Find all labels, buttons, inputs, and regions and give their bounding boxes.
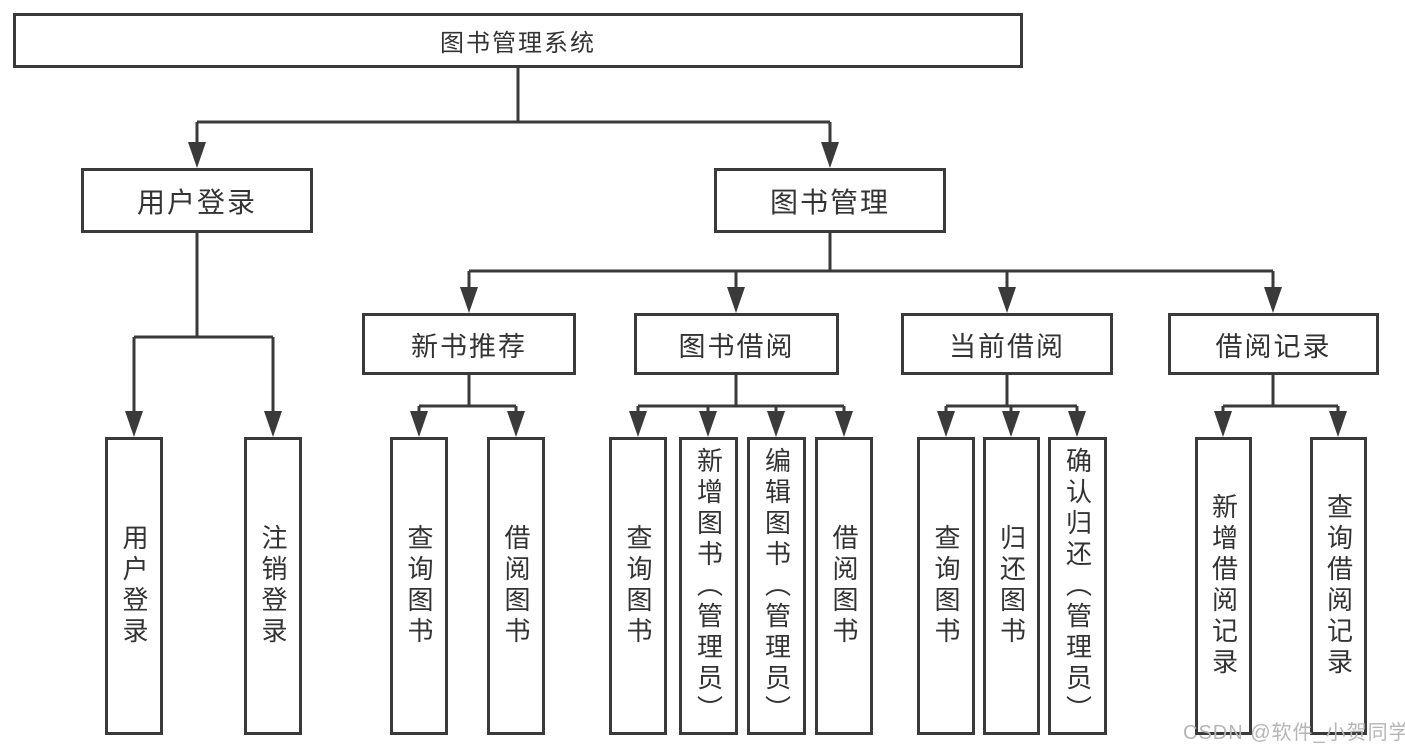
leaf-current-query-books-label: 查询图书	[931, 524, 961, 648]
node-new-book-recommend-label: 新书推荐	[411, 331, 527, 362]
leaf-current-return-books-label: 归还图书	[996, 524, 1027, 648]
leaf-borrow-query-books: 查询图书	[609, 437, 667, 735]
node-root-label: 图书管理系统	[440, 30, 596, 57]
node-book-management-label: 图书管理	[769, 186, 890, 218]
node-new-book-recommend: 新书推荐	[362, 313, 576, 375]
leaf-current-query-books: 查询图书	[917, 437, 975, 735]
leaf-recommend-query-books-label: 查询图书	[404, 524, 434, 648]
leaf-borrow-query-books-label: 查询图书	[623, 524, 653, 648]
leaf-logout: 注销登录	[244, 437, 302, 735]
leaf-recommend-borrow-books-label: 借阅图书	[501, 524, 531, 648]
leaf-records-query-record: 查询借阅记录	[1310, 437, 1367, 735]
leaf-user-login: 用户登录	[105, 437, 163, 735]
node-book-management: 图书管理	[714, 168, 946, 233]
node-book-borrow-label: 图书借阅	[678, 331, 795, 362]
node-borrow-records-label: 借阅记录	[1215, 331, 1332, 362]
leaf-records-add-record: 新增借阅记录	[1195, 437, 1252, 735]
node-current-borrow-label: 当前借阅	[949, 331, 1065, 362]
leaf-borrow-edit-books-admin: 编辑图书（管理员）	[747, 437, 806, 735]
leaf-borrow-borrow-books-label: 借阅图书	[829, 524, 859, 648]
leaf-user-login-label: 用户登录	[119, 524, 149, 648]
leaf-current-confirm-return-admin-label: 确认归还（管理员）	[1062, 446, 1093, 726]
leaf-borrow-add-books-admin-label: 新增图书（管理员）	[693, 446, 724, 726]
leaf-borrow-edit-books-admin-label: 编辑图书（管理员）	[761, 446, 792, 726]
leaf-borrow-borrow-books: 借阅图书	[815, 437, 873, 735]
leaf-logout-label: 注销登录	[258, 524, 288, 648]
leaf-recommend-query-books: 查询图书	[390, 437, 448, 735]
node-user-login-branch: 用户登录	[81, 168, 313, 233]
leaf-records-add-record-label: 新增借阅记录	[1208, 493, 1239, 679]
node-borrow-records: 借阅记录	[1168, 313, 1379, 375]
node-book-borrow: 图书借阅	[634, 313, 839, 375]
csdn-watermark: CSDN @软件_小贺同学	[1183, 722, 1405, 744]
node-user-login-branch-label: 用户登录	[136, 186, 257, 218]
leaf-recommend-borrow-books: 借阅图书	[487, 437, 545, 735]
leaf-current-confirm-return-admin: 确认归还（管理员）	[1048, 437, 1107, 735]
leaf-borrow-add-books-admin: 新增图书（管理员）	[679, 437, 738, 735]
node-root: 图书管理系统	[13, 13, 1023, 68]
node-current-borrow: 当前借阅	[901, 313, 1113, 375]
leaf-current-return-books: 归还图书	[983, 437, 1040, 735]
leaf-records-query-record-label: 查询借阅记录	[1323, 493, 1354, 679]
